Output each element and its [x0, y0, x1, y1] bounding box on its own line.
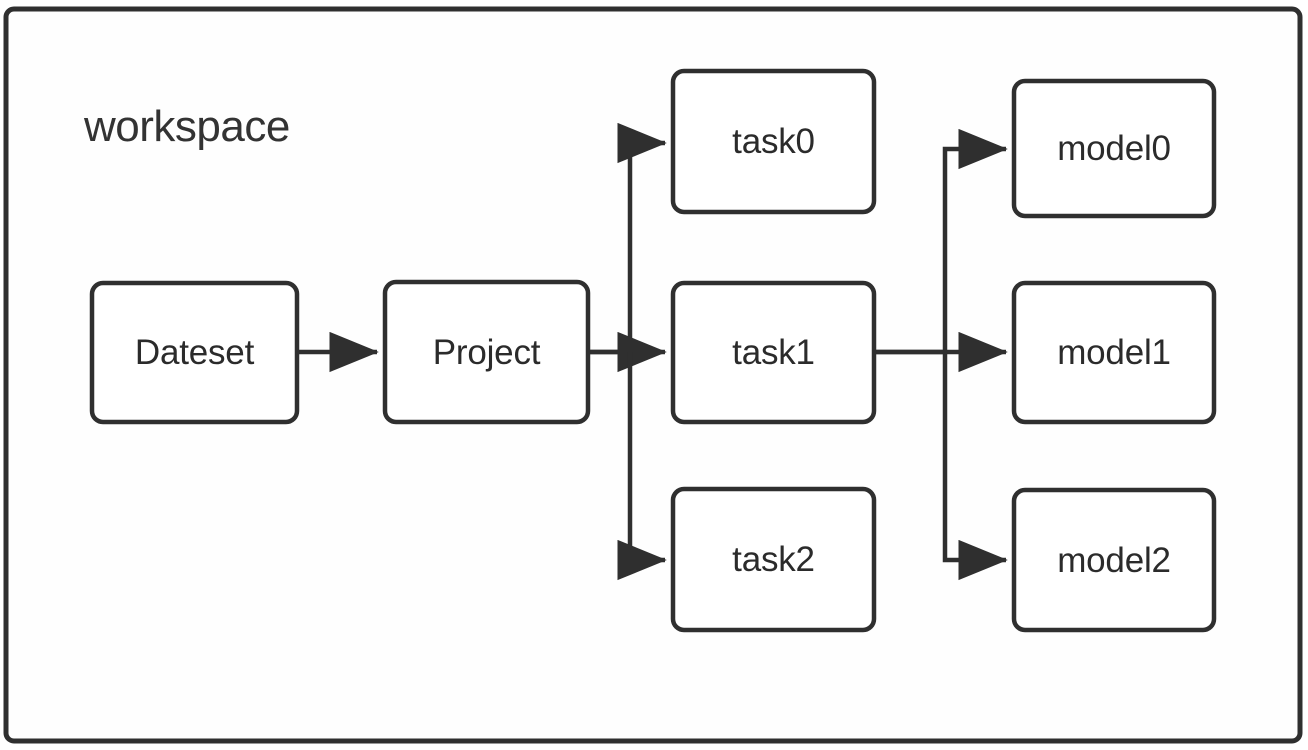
- node-model1[interactable]: [1011, 280, 1217, 425]
- node-model0[interactable]: [1011, 78, 1217, 219]
- node-dateset[interactable]: [89, 280, 300, 425]
- node-label-model0: model0: [1057, 129, 1171, 168]
- node-label-task0: task0: [732, 122, 815, 161]
- node-label-model2: model2: [1057, 540, 1171, 580]
- node-label-dateset: Dateset: [134, 333, 255, 372]
- nodes-layer: [89, 68, 1217, 633]
- node-label-task1: task1: [732, 333, 815, 372]
- edge-task1-to-model2: [942, 352, 1008, 581]
- node-label-project: Project: [432, 332, 541, 372]
- node-task2[interactable]: [670, 486, 877, 633]
- node-label-task2: task2: [732, 540, 815, 579]
- workspace-group-title: workspace: [84, 102, 290, 151]
- node-task1[interactable]: [670, 280, 877, 425]
- node-label-model1: model1: [1057, 333, 1171, 372]
- edges-layer: [297, 122, 1008, 581]
- edge-project-to-task2: [617, 352, 667, 581]
- node-task0[interactable]: [670, 68, 877, 215]
- node-project[interactable]: [382, 279, 591, 425]
- node-model2[interactable]: [1011, 487, 1217, 633]
